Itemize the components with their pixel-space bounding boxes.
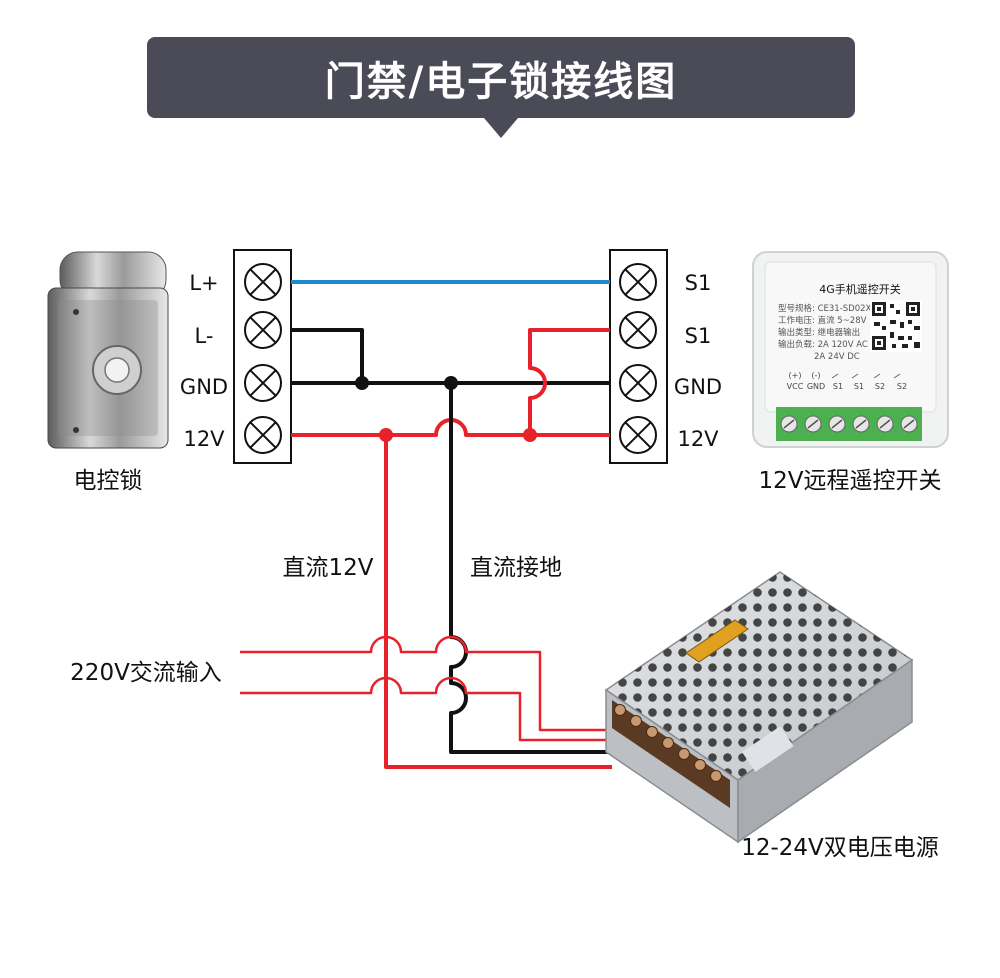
psu-terminal-screw-icon	[710, 770, 722, 782]
module-terminal-slot	[831, 419, 843, 429]
switch-terminal-screw-icon	[619, 263, 657, 301]
lock-terminal-screw-icon	[244, 364, 282, 402]
module-terminal-slot	[855, 419, 867, 429]
psu-terminal-screw-icon	[614, 704, 626, 716]
ac-input-label: 220V交流输入	[70, 660, 222, 686]
page-title: 门禁/电子锁接线图	[324, 58, 678, 105]
module-pin-vcc: VCC	[787, 382, 804, 391]
banner-pointer	[484, 118, 518, 138]
module-terminal-strip	[776, 407, 922, 441]
psu-terminal-screw-icon	[678, 748, 690, 760]
dc12v-label: 直流12V	[282, 555, 373, 581]
module-pin-s1b: S1	[854, 382, 864, 391]
module-spec-4: 输出负载: 2A 120V AC	[778, 339, 868, 350]
module-spec-3: 输出类型: 继电器输出	[778, 327, 860, 338]
remote-switch-module: 4G手机遥控开关 型号规格: CE31-SD02X 工作电压: 直流 5~28V…	[752, 251, 949, 448]
junction-dot-ground	[444, 376, 458, 390]
module-pin-s2a: S2	[875, 382, 885, 391]
module-pin-mark-plus: (+)	[789, 371, 802, 380]
switch-terminal-screw-icon	[619, 416, 657, 454]
switch-terminal-label-12v: 12V	[677, 427, 719, 451]
wire-ac-live	[240, 635, 608, 732]
junction-dot-12v-right	[523, 428, 537, 442]
module-pin-s1a: S1	[833, 382, 843, 391]
electric-lock-image	[47, 251, 169, 449]
module-terminal-slot	[783, 419, 795, 429]
switch-terminal-label-s1a: S1	[685, 271, 712, 295]
switch-terminal-screw-icon	[619, 364, 657, 402]
module-spec-5: 2A 24V DC	[814, 352, 860, 362]
switch-terminal-label-s1b: S1	[685, 324, 712, 348]
junction-dot-12v-left	[379, 428, 393, 442]
module-pin-mark-minus: (-)	[811, 371, 820, 380]
module-pin-gnd: GND	[807, 382, 825, 391]
module-pin-s2b: S2	[897, 382, 907, 391]
module-spec-2: 工作电压: 直流 5~28V	[778, 315, 867, 326]
module-name: 4G手机遥控开关	[819, 282, 901, 296]
lock-terminal-label-gnd: GND	[180, 375, 228, 399]
module-terminal-slot	[879, 419, 891, 429]
psu-terminal-screw-icon	[694, 759, 706, 771]
switch-terminal-screw-icon	[619, 311, 657, 349]
switch-terminal-label-gnd: GND	[674, 375, 722, 399]
lock-terminal-screw-icon	[244, 263, 282, 301]
psu-terminal-screw-icon	[630, 715, 642, 727]
power-supply-caption: 12-24V双电压电源	[741, 835, 939, 861]
wire-s1-12v	[528, 328, 610, 435]
ground-label: 直流接地	[470, 555, 562, 581]
psu-terminal-screw-icon	[662, 737, 674, 749]
module-terminal-slot	[807, 419, 819, 429]
lock-terminal-label-12v: 12V	[183, 427, 225, 451]
lock-terminal-label-lplus: L+	[189, 271, 218, 295]
title-banner: 门禁/电子锁接线图	[147, 37, 855, 138]
lock-terminal-screw-icon	[244, 311, 282, 349]
psu-terminal-screw-icon	[646, 726, 658, 738]
wire-lminus-gnd	[291, 328, 364, 383]
module-spec-1: 型号规格: CE31-SD02X	[778, 303, 872, 314]
junction-dot-lminus	[355, 376, 369, 390]
qr-code-icon	[870, 300, 922, 352]
wire-ac-neutral	[240, 676, 608, 742]
lock-caption: 电控锁	[74, 468, 143, 494]
module-terminal-slot	[903, 419, 915, 429]
lock-terminal-screw-icon	[244, 416, 282, 454]
power-supply-image	[604, 571, 914, 844]
wire-12v-down	[384, 435, 612, 769]
switch-caption: 12V远程遥控开关	[758, 468, 941, 494]
lock-terminal-label-lminus: L-	[195, 324, 214, 348]
